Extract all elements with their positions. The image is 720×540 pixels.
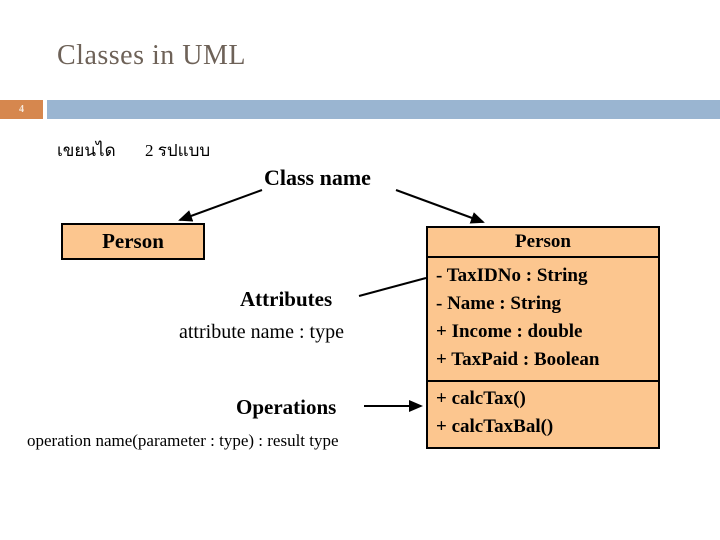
uml-operation: + calcTax()	[436, 388, 526, 409]
arrow-classname-to-right-box	[395, 189, 485, 224]
uml-attributes-compartment: - TaxIDNo : String - Name : String + Inc…	[428, 258, 658, 382]
label-operation-syntax: operation name(parameter : type) : resul…	[27, 431, 339, 450]
label-operations: Operations	[236, 395, 337, 419]
label-class-name: Class name	[264, 165, 371, 190]
slide-title: Classes in UML	[57, 40, 246, 71]
uml-attribute: + TaxPaid : Boolean	[436, 349, 600, 370]
page-number-badge: 4	[0, 100, 43, 119]
uml-attribute: - TaxIDNo : String	[436, 265, 588, 286]
label-attributes: Attributes	[240, 287, 333, 311]
uml-class-name-compartment: Person	[428, 228, 658, 258]
header-bar	[47, 100, 720, 119]
uml-class-simple: Person	[61, 223, 205, 260]
uml-class-full: Person - TaxIDNo : String - Name : Strin…	[426, 226, 660, 449]
uml-operations-compartment: + calcTax() + calcTaxBal()	[428, 382, 658, 447]
note-thai-right: 2 รปแบบ	[145, 141, 211, 160]
line-attributes-to-box	[358, 277, 427, 297]
label-attribute-syntax: attribute name : type	[179, 321, 344, 343]
uml-attribute: - Name : String	[436, 293, 562, 314]
note-thai-left: เขยนได	[57, 141, 116, 160]
uml-attribute: + Income : double	[436, 321, 583, 342]
page-number: 4	[19, 104, 24, 115]
uml-class-simple-name: Person	[102, 229, 164, 253]
uml-operation: + calcTaxBal()	[436, 416, 554, 437]
arrow-classname-to-left-box	[178, 189, 263, 222]
